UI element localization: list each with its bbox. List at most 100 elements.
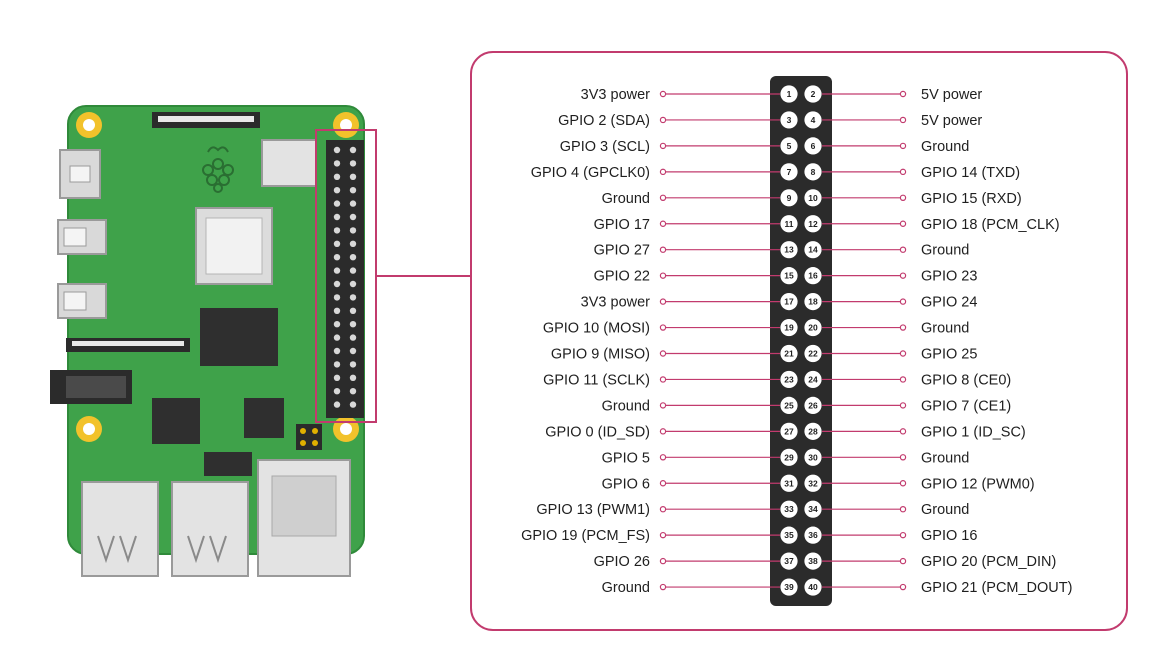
pin-circle xyxy=(804,241,822,259)
leader-dot xyxy=(659,506,667,513)
board-pin xyxy=(333,267,341,274)
leader-dot xyxy=(659,583,667,591)
leader-dot xyxy=(899,480,907,487)
leader-dot xyxy=(899,402,907,409)
pin-number: 18 xyxy=(808,297,818,307)
pin-number: 28 xyxy=(808,426,818,436)
leader-dot xyxy=(659,142,667,150)
leader-dot xyxy=(899,583,907,591)
board-pin xyxy=(349,173,357,180)
leader-dot xyxy=(899,376,907,383)
pin-label-right: GPIO 21 (PCM_DOUT) xyxy=(921,580,1072,596)
board-pin xyxy=(349,401,357,408)
board-pin xyxy=(333,227,341,234)
pin-circle xyxy=(780,448,798,466)
board-pin xyxy=(333,160,341,167)
pin-label-left: 3V3 power xyxy=(581,87,650,103)
pin-circle xyxy=(780,474,798,492)
pin-label-right: GPIO 14 (TXD) xyxy=(921,165,1020,181)
pin-circle xyxy=(804,500,822,518)
pin-row: 3V3 power 5V power 1 2 xyxy=(581,85,982,103)
board-pin xyxy=(349,227,357,234)
pin-number: 1 xyxy=(787,89,792,99)
leader-dot xyxy=(659,168,667,176)
pin-label-left: GPIO 11 (SCLK) xyxy=(543,372,650,388)
leader-dot xyxy=(899,557,907,565)
pin-circle xyxy=(804,578,822,596)
leader-dot xyxy=(899,506,907,513)
pin-number: 40 xyxy=(808,582,818,592)
pin-number: 16 xyxy=(808,271,818,281)
leader-dot xyxy=(899,272,907,279)
pin-circle xyxy=(780,396,798,414)
board-pin xyxy=(333,173,341,180)
pin-number: 6 xyxy=(811,141,816,151)
pin-circle xyxy=(804,370,822,389)
pin-number: 8 xyxy=(811,167,816,177)
board-pin xyxy=(349,213,357,221)
pin-label-left: GPIO 19 (PCM_FS) xyxy=(521,528,650,544)
pin-circle xyxy=(780,422,798,440)
leader-dot xyxy=(659,454,667,461)
pin-label-right: Ground xyxy=(921,243,969,259)
pin-circle xyxy=(804,318,822,337)
board-pin xyxy=(333,401,341,408)
pin-number: 37 xyxy=(784,556,794,566)
pin-circle xyxy=(804,344,822,363)
pmic-chip xyxy=(244,398,284,438)
pin-circle xyxy=(780,85,798,103)
leader-dot xyxy=(899,531,907,539)
board-pin xyxy=(333,334,341,341)
leader-dot xyxy=(899,220,907,227)
board-pin xyxy=(333,374,341,381)
leader-dot xyxy=(659,428,667,435)
pin-number: 34 xyxy=(808,504,818,514)
pin-number: 2 xyxy=(811,89,816,99)
raspberry-logo-icon xyxy=(202,146,234,193)
pin-circle xyxy=(780,241,798,259)
pin-circle xyxy=(804,448,822,466)
pin-circle xyxy=(804,396,822,414)
board-pin xyxy=(349,200,357,207)
pinout-header xyxy=(770,76,832,606)
board-pin xyxy=(333,240,341,247)
pin-circle xyxy=(804,293,822,311)
pin-number: 21 xyxy=(784,349,794,359)
pin-number: 5 xyxy=(787,141,792,151)
pin-circle xyxy=(780,189,798,207)
board-gpio-pins xyxy=(333,146,357,408)
leader-dot xyxy=(659,376,667,383)
board-pin xyxy=(349,280,357,288)
pin-number: 3 xyxy=(787,115,792,125)
board-pin xyxy=(333,294,341,301)
board-pin xyxy=(333,321,341,328)
pin-label-left: GPIO 13 (PWM1) xyxy=(536,502,650,518)
leader-dot xyxy=(659,116,667,124)
leader-dot xyxy=(659,90,667,98)
pin-circle xyxy=(780,526,798,544)
board-pin xyxy=(349,187,357,194)
pin-label-right: 5V power xyxy=(921,87,982,103)
leader-dot xyxy=(659,298,667,305)
pin-label-left: GPIO 22 xyxy=(594,269,650,285)
board-pin xyxy=(333,213,341,221)
pin-circle xyxy=(780,267,798,285)
pin-circle xyxy=(780,552,798,570)
pin-label-left: GPIO 17 xyxy=(594,217,650,233)
pin-number: 27 xyxy=(784,426,794,436)
pin-label-left: GPIO 9 (MISO) xyxy=(551,347,650,363)
board-pin xyxy=(349,347,357,355)
pin-label-right: GPIO 25 xyxy=(921,347,977,363)
board-pin xyxy=(333,307,341,314)
